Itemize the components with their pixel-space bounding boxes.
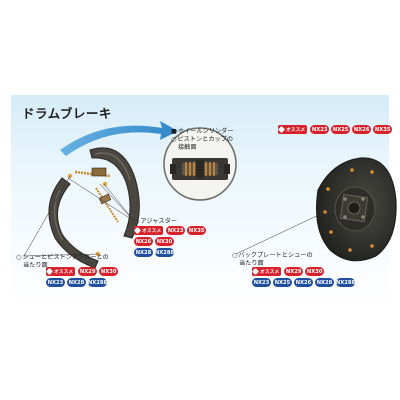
product-badge-nx23: NX23	[166, 226, 186, 235]
adjuster-label: ○アジャスター	[134, 218, 177, 225]
recommended-tag: オススメ	[252, 267, 282, 276]
product-badge-nx23: NX23	[310, 125, 330, 134]
circle-icon: ○	[16, 254, 22, 261]
product-badge-nx30: NX30	[99, 267, 119, 276]
product-badge-nx23: NX23	[252, 278, 271, 287]
blue-pointer-arrow	[60, 121, 178, 156]
page-title: ドラムブレーキ	[22, 106, 112, 121]
product-badge-nx26: NX26	[294, 278, 313, 287]
circle-icon: ○	[232, 252, 238, 259]
filled-square-icon: ■	[171, 128, 177, 135]
product-badge-nx26: NX26	[352, 125, 372, 134]
recommended-tag: オススメ	[46, 267, 76, 276]
product-badge-nx23: NX23	[46, 278, 65, 287]
product-badge-nx30: NX30	[305, 267, 325, 276]
product-badge-nx25: NX25	[273, 278, 292, 287]
product-badge-nx288: NX288	[87, 278, 108, 287]
product-badge-nx30: NX30	[155, 237, 174, 246]
circle-icon: ○	[171, 135, 177, 143]
product-badge-nx26: NX26	[134, 237, 153, 246]
wheel-cylinder-label: ■ホイールシリンダー ○ピストンとカップの 接触面	[171, 128, 234, 151]
backplate-shoe-label: ○バックプレートとシューの 当たり面	[232, 252, 313, 267]
product-badge-nx28: NX28	[67, 278, 86, 287]
recommended-tag: オススメ	[134, 226, 164, 235]
brake-shoe-upper	[89, 147, 140, 239]
product-badge-nx29: NX29	[78, 267, 98, 276]
product-badge-nx35: NX35	[187, 226, 207, 235]
product-badge-nx28: NX28	[134, 248, 153, 257]
shoe-piston-anchor-label: ○シューとピストンアンカーとの 当たり面	[16, 254, 109, 269]
product-badge-nx35: NX35	[373, 125, 393, 134]
product-badge-nx288: NX288	[154, 248, 175, 257]
product-badge-nx25: NX25	[331, 125, 351, 134]
recommended-tag: オススメ	[278, 125, 308, 134]
product-badge-nx288: NX288	[335, 278, 356, 287]
brake-shoe-lower	[48, 177, 99, 269]
product-badge-nx29: NX29	[284, 267, 304, 276]
circle-icon: ○	[134, 218, 140, 225]
product-badge-nx28: NX28	[315, 278, 334, 287]
